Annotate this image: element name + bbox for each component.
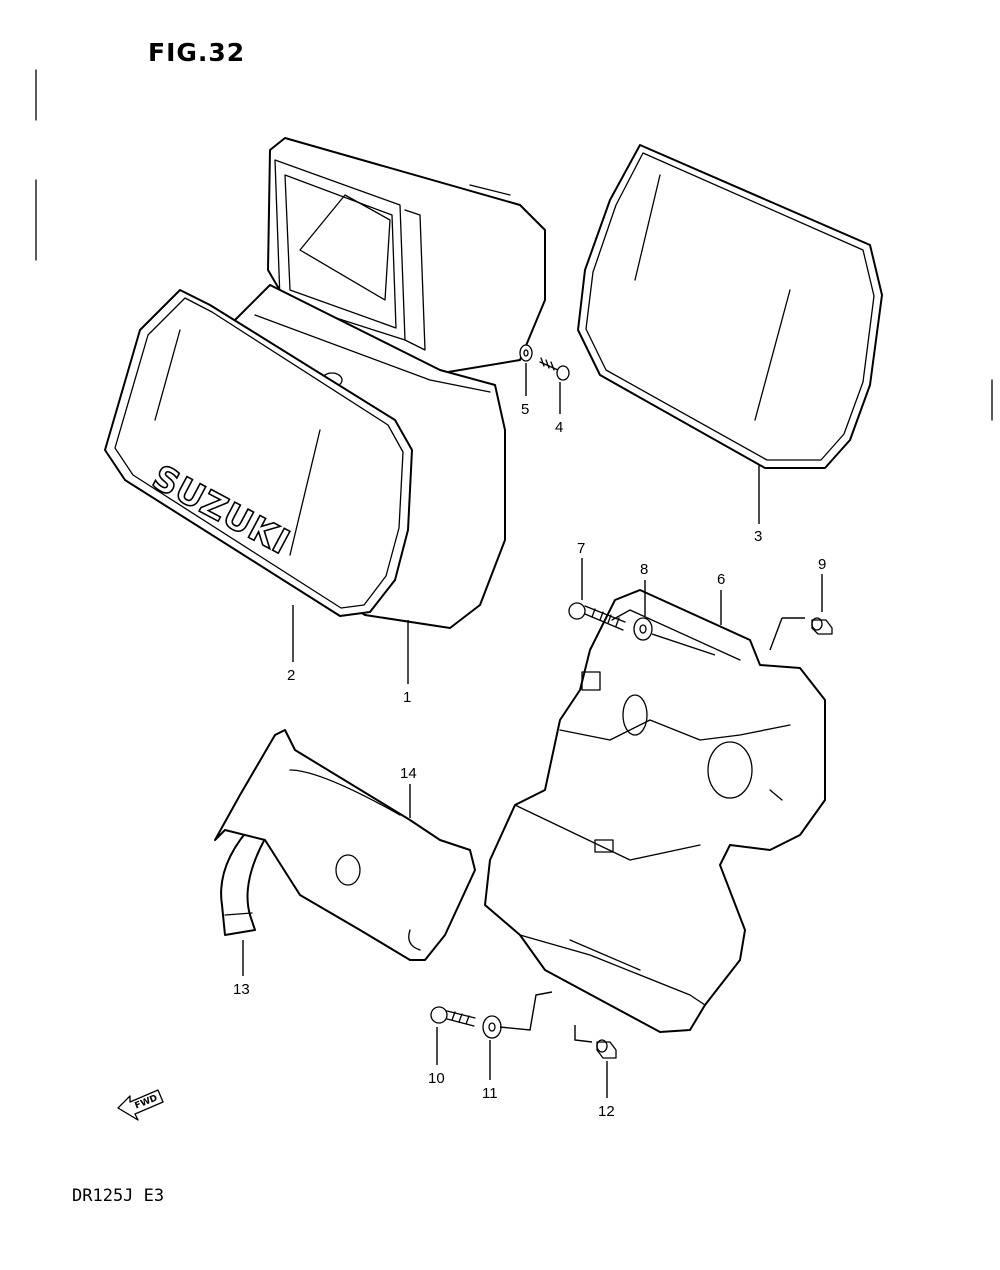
part-label-1: 1 <box>403 689 411 706</box>
part-label-14: 14 <box>400 765 417 782</box>
part-label-11: 11 <box>482 1085 498 1102</box>
leader-lines <box>242 363 823 1098</box>
screw-part-4 <box>539 357 570 381</box>
part-label-8: 8 <box>640 561 648 578</box>
part-label-9: 9 <box>818 556 826 573</box>
washer-part-11 <box>482 1015 502 1039</box>
part-label-2: 2 <box>287 667 295 684</box>
scan-margin-marks <box>35 69 993 421</box>
lens-screen-part <box>577 144 883 469</box>
number-plate-part: SUZUKI <box>104 289 413 617</box>
strap-part-13 <box>220 799 301 936</box>
washer-part-5 <box>519 344 533 362</box>
part-labels: 1 2 3 4 5 6 7 8 9 10 11 12 13 14 <box>233 401 826 1120</box>
part-label-4: 4 <box>555 419 563 436</box>
part-label-3: 3 <box>754 528 762 545</box>
forward-direction-marker: FWD <box>117 1089 164 1121</box>
part-label-6: 6 <box>717 571 725 588</box>
bolt-part-7 <box>568 602 626 631</box>
headlight-bracket-part <box>484 589 826 1033</box>
part-label-12: 12 <box>598 1103 615 1120</box>
bolt-part-10 <box>430 1006 476 1027</box>
figure-title: FIG.32 <box>148 38 246 67</box>
collar-part-12 <box>596 1039 617 1059</box>
part-label-7: 7 <box>577 540 585 557</box>
part-label-13: 13 <box>233 981 250 998</box>
part-label-10: 10 <box>428 1070 445 1087</box>
part-label-5: 5 <box>521 401 529 418</box>
model-code: DR125J E3 <box>72 1186 165 1206</box>
washer-part-8 <box>633 617 653 641</box>
collar-part-9 <box>811 617 833 635</box>
cable-cover-part <box>214 729 476 961</box>
